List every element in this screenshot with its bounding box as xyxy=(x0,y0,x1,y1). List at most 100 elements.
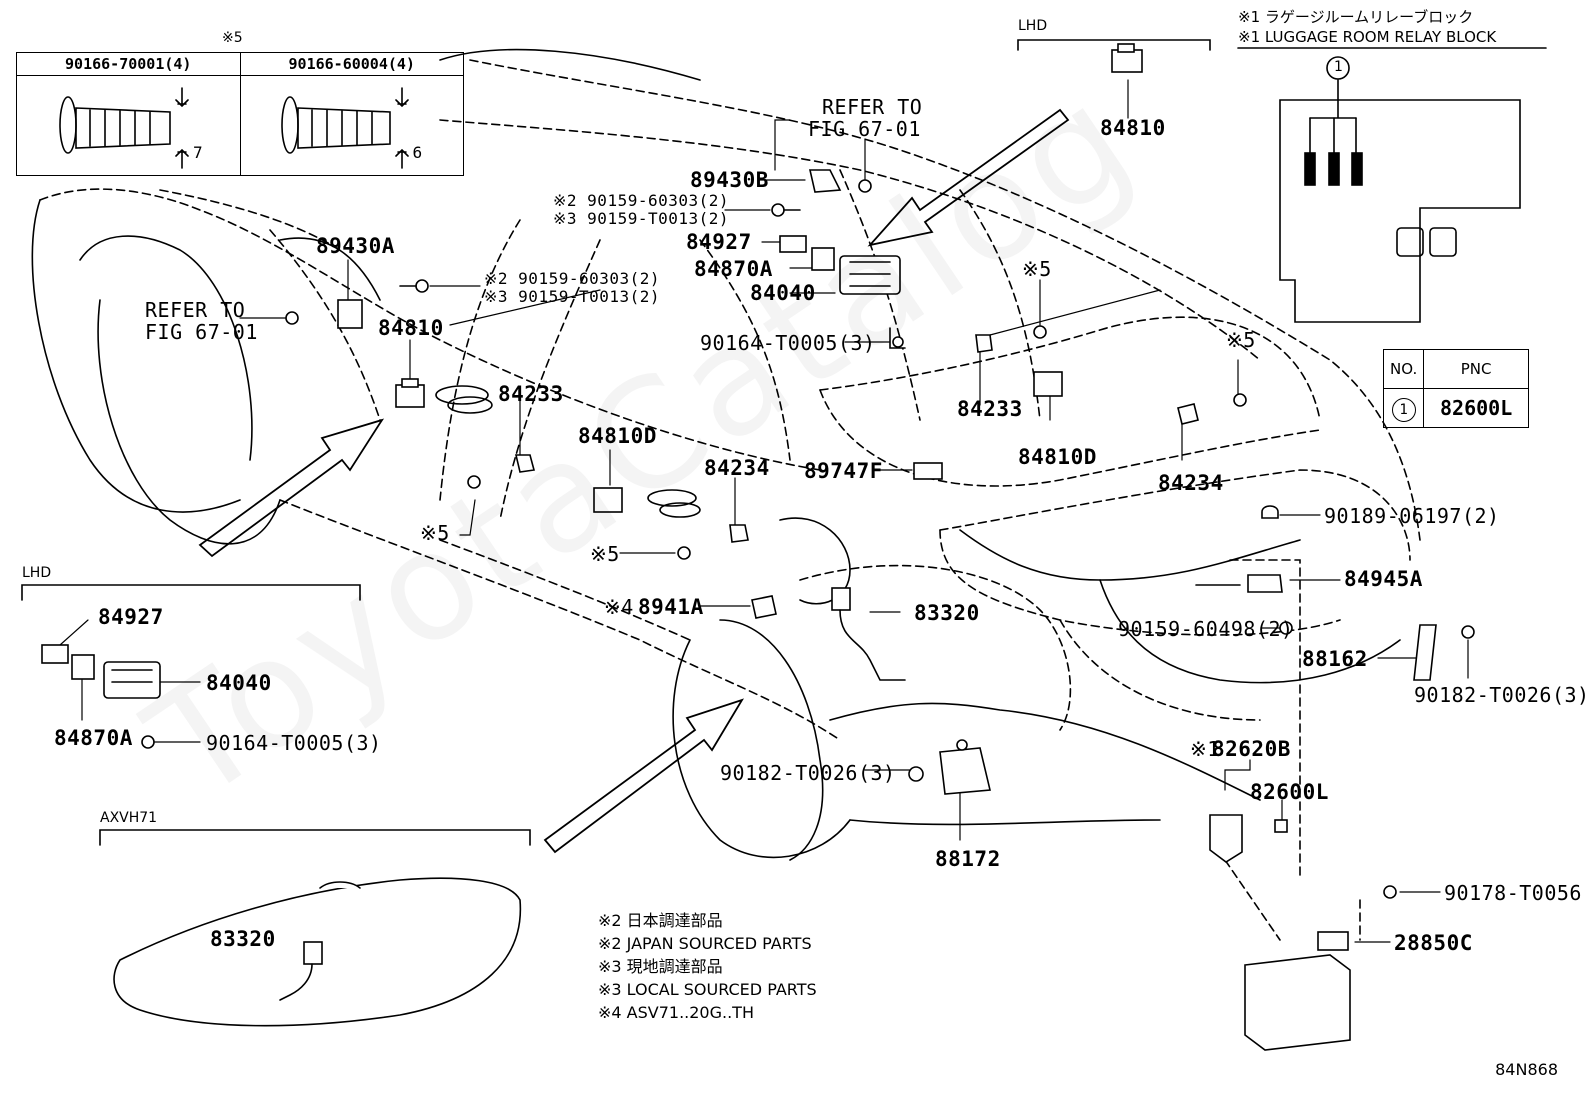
part-90159-60498 xyxy=(1279,621,1293,635)
section-axvh71: AXVH71 xyxy=(100,810,158,826)
part-89430B xyxy=(808,169,842,193)
section-lhd-top: LHD xyxy=(1018,18,1048,34)
label-28850C: 28850C xyxy=(1394,931,1473,955)
note-3: ※3 現地調達部品 xyxy=(598,957,723,976)
pnc-header-no: NO. xyxy=(1382,349,1425,389)
part-84870A-top xyxy=(811,247,835,271)
lhd-top-bracket xyxy=(1017,39,1211,51)
label-fastener-mid-1: ※2 90159-60303(2) xyxy=(484,269,661,288)
label-mark5-a: ※5 xyxy=(1022,257,1052,281)
part-90182-right xyxy=(1461,625,1475,639)
relay-marker: 1 xyxy=(1334,59,1343,75)
label-84040-top: 84040 xyxy=(750,281,816,305)
part-82620B xyxy=(1209,814,1243,863)
part-84810D-left xyxy=(593,487,623,513)
part-90189 xyxy=(1261,505,1279,519)
lhd-left-bracket xyxy=(21,584,361,601)
figure-code: 84N868 xyxy=(1495,1060,1558,1079)
label-84234-right: 84234 xyxy=(1158,471,1224,495)
label-89747F: 89747F xyxy=(804,459,883,483)
label-90178: 90178-T0056 xyxy=(1444,881,1582,905)
leader-lines xyxy=(59,79,1469,943)
label-84233-left: 84233 xyxy=(498,382,564,406)
pnc-row-pnc: 82600L xyxy=(1423,388,1529,428)
part-84927-left xyxy=(41,644,69,664)
label-82620B-mark: ※1 xyxy=(1190,737,1220,761)
note-5: ※4 ASV71..20G..TH xyxy=(598,1003,754,1022)
part-84040-left xyxy=(103,661,161,699)
note-1: ※2 日本調達部品 xyxy=(598,911,723,930)
part-89747F xyxy=(913,462,943,480)
label-88172: 88172 xyxy=(935,847,1001,871)
part-bolt-90164-left xyxy=(141,735,155,749)
pnc-row-no: 1 xyxy=(1382,388,1425,428)
car-body-outline xyxy=(39,59,1421,941)
label-90189: 90189-06197(2) xyxy=(1324,504,1500,528)
label-8941A: 8941A xyxy=(638,595,704,619)
part-clip-top xyxy=(858,179,872,193)
part-84234-left xyxy=(729,524,749,543)
relay-title-jp: ※1 ラゲージルームリレーブロック xyxy=(1238,8,1474,26)
fastener-col-2: 90166-60004(4) xyxy=(239,52,464,76)
label-refer-left-2: FIG 67-01 xyxy=(145,320,258,344)
label-refer-top: REFER TO xyxy=(822,95,923,119)
part-28850C xyxy=(1317,931,1349,951)
direction-arrow-2 xyxy=(867,108,1070,247)
fastener-col-1: 90166-70001(4) xyxy=(16,52,241,76)
part-84810D-right xyxy=(1033,371,1063,397)
fastener-table-note: ※5 xyxy=(222,30,243,46)
label-83320-tank: 83320 xyxy=(210,927,276,951)
label-84810D-right: 84810D xyxy=(1018,445,1097,469)
part-84040-top xyxy=(839,255,901,295)
label-84233-right: 84233 xyxy=(957,397,1023,421)
part-84945A xyxy=(1195,574,1283,593)
part-relay-84810-top xyxy=(1111,43,1143,73)
label-82600L: 82600L xyxy=(1250,780,1329,804)
part-bolt-90164-top xyxy=(889,327,906,349)
part-84233-right xyxy=(975,334,993,353)
part-handle-mid xyxy=(647,489,701,518)
relay-title-en: ※1 LUGGAGE ROOM RELAY BLOCK xyxy=(1238,28,1497,46)
part-bolt-5c xyxy=(1033,325,1047,339)
label-84810D-left: 84810D xyxy=(578,424,657,448)
part-battery xyxy=(1244,954,1351,1051)
part-90182-mid xyxy=(908,766,924,782)
part-bolt-5b xyxy=(677,546,691,560)
fastener-cell-1: 7 xyxy=(16,75,241,176)
part-88172 xyxy=(939,739,991,795)
part-90178 xyxy=(1383,885,1397,899)
label-90182-mid: 90182-T0026(3) xyxy=(720,761,896,785)
fastener-dim-2: 6 xyxy=(412,143,423,162)
label-90164-left: 90164-T0005(3) xyxy=(206,731,382,755)
label-mark5-c: ※5 xyxy=(420,521,450,545)
label-82620B: 82620B xyxy=(1212,737,1291,761)
part-84233-left xyxy=(514,454,536,473)
part-clip-left xyxy=(285,311,299,325)
note-4: ※3 LOCAL SOURCED PARTS xyxy=(598,980,817,999)
part-8941A xyxy=(751,595,777,619)
label-88162: 88162 xyxy=(1302,647,1368,671)
label-90164-top: 90164-T0005(3) xyxy=(700,331,876,355)
part-bolt-mid xyxy=(399,279,429,293)
part-84927-top xyxy=(779,235,807,253)
label-84945A: 84945A xyxy=(1344,567,1423,591)
label-90182-right: 90182-T0026(3) xyxy=(1414,683,1590,707)
fastener-table: 90166-70001(4) 90166-60004(4) 7 6 xyxy=(16,52,464,176)
part-82600L xyxy=(1274,819,1288,833)
label-84810-mid: 84810 xyxy=(378,316,444,340)
direction-arrow-1 xyxy=(198,418,385,558)
label-84927-top: 84927 xyxy=(686,230,752,254)
label-8941A-mark: ※4 xyxy=(604,595,634,619)
label-84040-left: 84040 xyxy=(206,671,272,695)
note-2: ※2 JAPAN SOURCED PARTS xyxy=(598,934,812,953)
pnc-header-pnc: PNC xyxy=(1423,349,1529,389)
label-84927-left: 84927 xyxy=(98,605,164,629)
pnc-table: NO. PNC 1 82600L xyxy=(1382,349,1529,428)
label-refer-top-2: FIG 67-01 xyxy=(808,117,921,141)
fastener-cell-2: 6 xyxy=(239,75,464,176)
label-84870A-left: 84870A xyxy=(54,726,133,750)
relay-block-drawing xyxy=(1279,56,1521,323)
part-84870A-left xyxy=(71,654,95,680)
direction-arrow-3 xyxy=(543,698,745,854)
